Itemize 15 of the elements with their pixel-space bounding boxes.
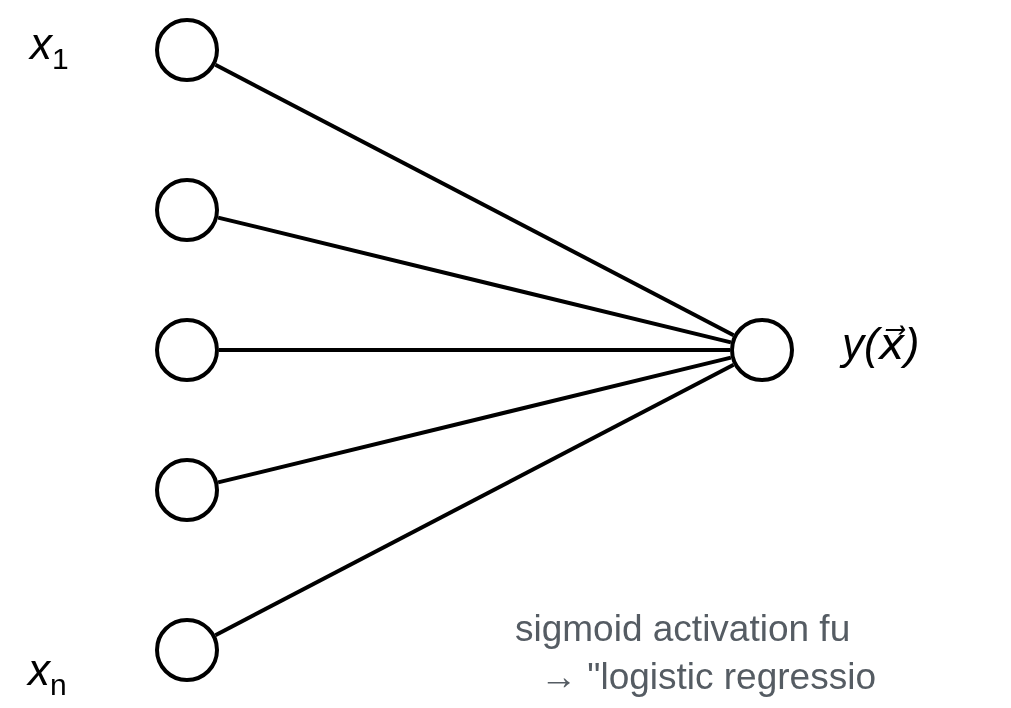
circle-node <box>730 318 794 382</box>
circle-node <box>155 18 219 82</box>
math-label: x$_{1}$ <box>30 22 69 74</box>
circle-node <box>155 618 219 682</box>
connector-line <box>214 63 735 337</box>
circle-node <box>155 458 219 522</box>
connector-line <box>217 355 732 485</box>
note-text: sigmoid activation fu <box>515 610 851 647</box>
circle-node <box>155 318 219 382</box>
connector-line <box>219 348 730 352</box>
connector-line <box>217 215 732 345</box>
connector-line <box>214 363 735 637</box>
math-label: x$_{n}$ <box>28 648 67 700</box>
note-text: → "logistic regressio <box>540 658 876 695</box>
circle-node <box>155 178 219 242</box>
